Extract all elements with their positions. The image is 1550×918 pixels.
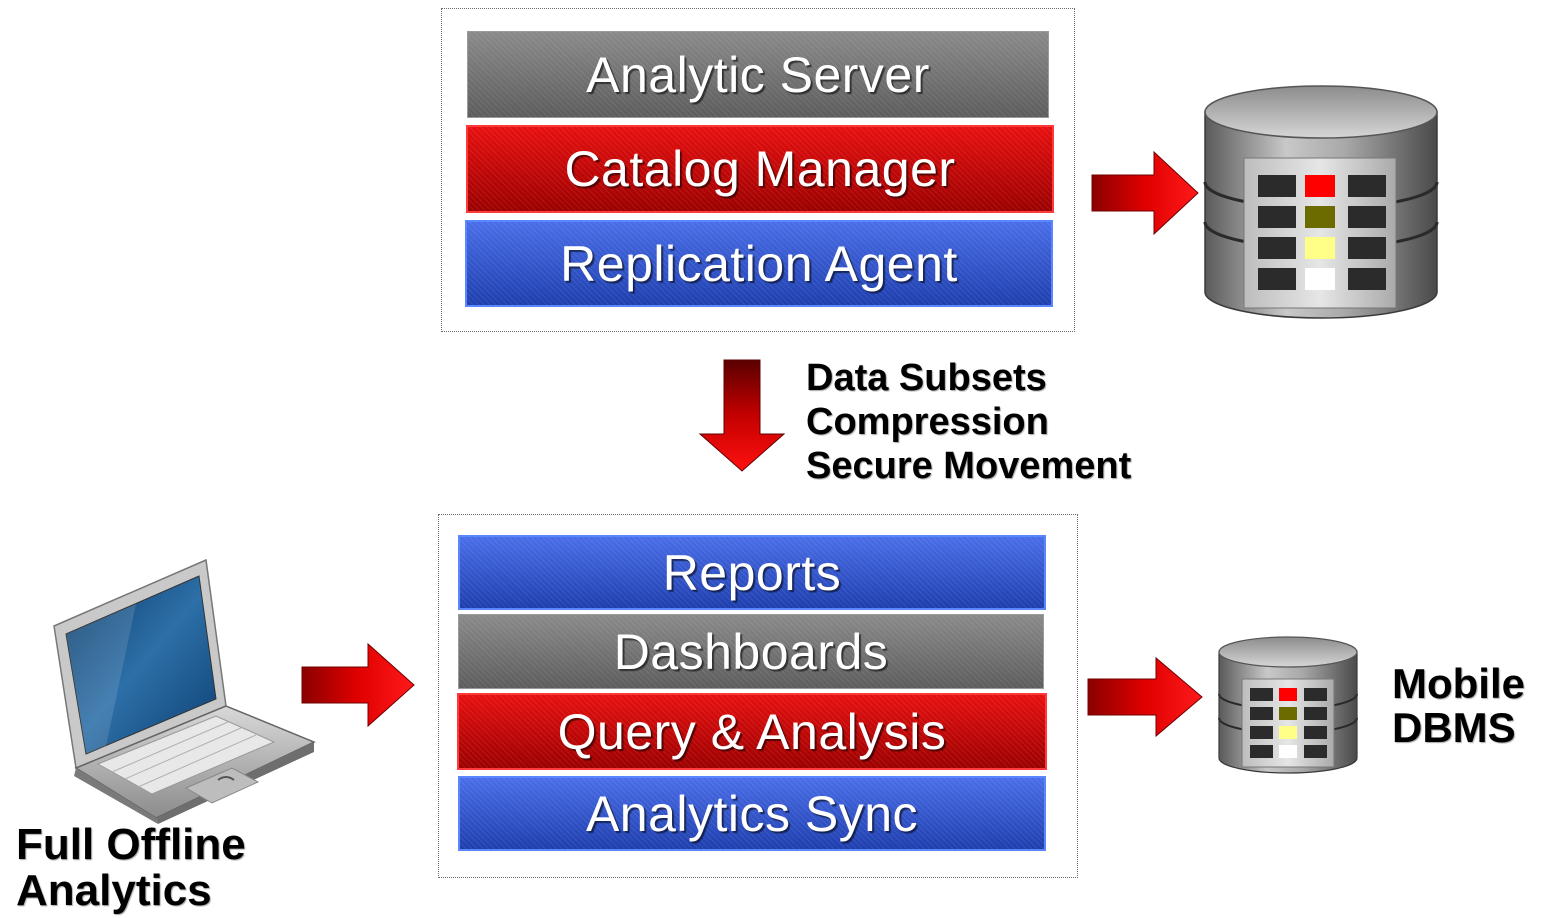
- transfer-notes: Data Subsets Compression Secure Movement: [806, 356, 1131, 488]
- arrow-down-icon: [698, 359, 786, 472]
- layer-label: Replication Agent: [560, 235, 958, 292]
- laptop-icon: [53, 558, 316, 824]
- arrow-right-icon: [301, 642, 415, 728]
- note-secure-movement: Secure Movement: [806, 445, 1132, 487]
- note-compression: Compression: [806, 401, 1049, 443]
- caption-line: Full Offline: [16, 820, 246, 869]
- mobile-dbms-caption: Mobile DBMS: [1392, 662, 1525, 750]
- layer-dashboards: Dashboards: [458, 614, 1044, 689]
- arrow-right-icon: [1091, 150, 1199, 236]
- layer-analytic-server: Analytic Server: [467, 31, 1049, 118]
- layer-label: Analytic Server: [586, 46, 930, 103]
- arrow-right-icon: [1087, 656, 1203, 738]
- caption-line: Mobile: [1392, 660, 1525, 707]
- laptop-caption: Full Offline Analytics: [16, 822, 246, 914]
- layer-catalog-manager: Catalog Manager: [466, 125, 1054, 213]
- layer-label: Query & Analysis: [557, 703, 947, 760]
- database-icon: [1218, 636, 1358, 774]
- layer-query-analysis: Query & Analysis: [457, 693, 1047, 770]
- layer-analytics-sync: Analytics Sync: [458, 776, 1046, 851]
- layer-reports: Reports: [458, 535, 1046, 610]
- layer-label: Reports: [662, 544, 842, 601]
- client-stack-group: [438, 514, 1078, 878]
- layer-label: Dashboards: [613, 623, 889, 680]
- layer-replication-agent: Replication Agent: [465, 220, 1053, 307]
- database-icon: [1203, 85, 1439, 319]
- server-stack-group: [441, 8, 1075, 332]
- layer-label: Analytics Sync: [585, 785, 919, 842]
- caption-line: DBMS: [1392, 704, 1516, 751]
- layer-label: Catalog Manager: [564, 141, 956, 197]
- caption-line: Analytics: [16, 866, 212, 915]
- note-data-subsets: Data Subsets: [806, 357, 1047, 399]
